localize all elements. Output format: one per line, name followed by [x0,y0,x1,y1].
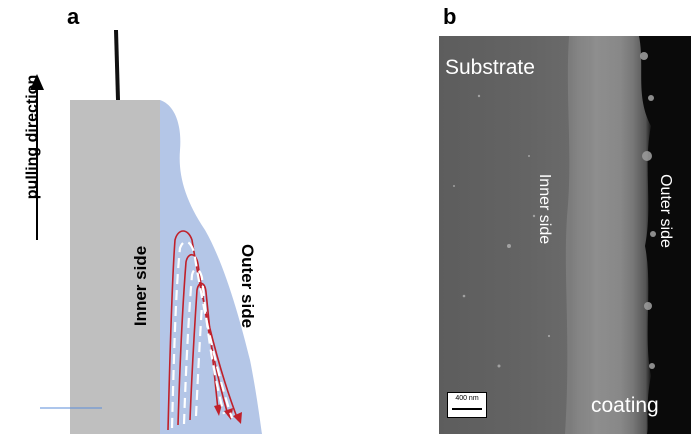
coating-label: coating [591,394,659,417]
substrate-label: Substrate [445,56,535,79]
pull-rod [114,29,120,101]
substrate-block [70,100,160,434]
pulling-direction-label: pulling direction [24,74,41,200]
inner-side-label-a: Inner side [131,245,150,327]
scale-bar-line [452,408,482,410]
outer-side-label-b: Outer side [657,174,674,248]
scale-bar: 400 nm [447,392,487,418]
white-flow-arrows [170,240,234,429]
red-arrowheads [214,404,242,424]
panel-b-letter: b [443,4,457,29]
coating-schematic-drawing [30,29,262,434]
scale-bar-label: 400 nm [455,395,479,402]
sem-texture [453,36,691,434]
pull-arrow-head-icon [30,74,44,90]
panel-b-sem-image: Substrate Inner side Outer side coating … [439,36,691,434]
panel-a-letter: a [67,4,80,29]
outer-side-label-a: Outer side [238,243,257,329]
coating-liquid [160,100,262,434]
panel-a-schematic: pulling direction Inner side Outer side [0,0,300,434]
inner-side-label-b: Inner side [536,173,553,245]
